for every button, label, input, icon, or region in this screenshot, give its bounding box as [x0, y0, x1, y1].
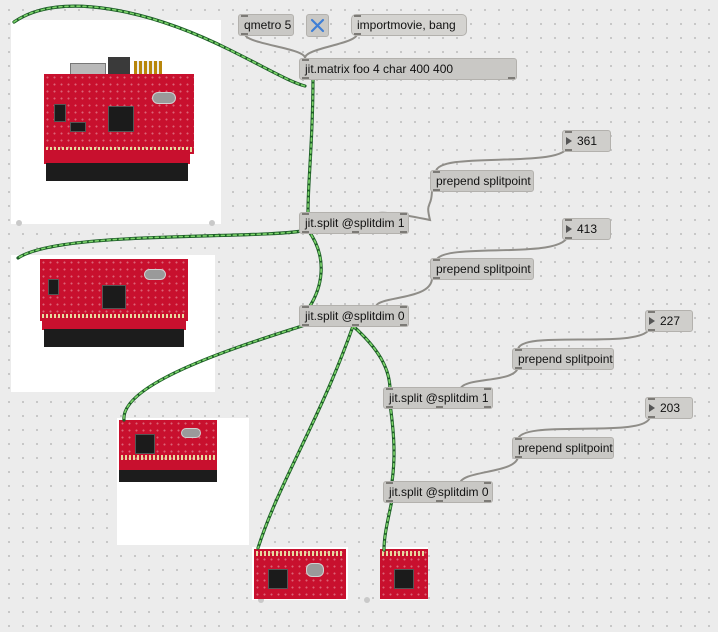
x-toggle-icon [310, 18, 325, 33]
number-box-3[interactable]: 227 [645, 310, 693, 332]
number-box-4[interactable]: 203 [645, 397, 693, 419]
jit-split-1-label: jit.split @splitdim 1 [305, 216, 405, 230]
number-box-2[interactable]: 413 [562, 218, 611, 240]
prepend-splitpoint-1[interactable]: prepend splitpoint [430, 170, 534, 192]
qmetro-label: qmetro 5 [244, 18, 292, 32]
jit-split-4-label: jit.split @splitdim 0 [389, 485, 489, 499]
number-box-1[interactable]: 361 [562, 130, 611, 152]
triangle-right-icon [566, 137, 572, 145]
qmetro-object[interactable]: qmetro 5 [238, 14, 294, 36]
jit-split-3[interactable]: jit.split @splitdim 1 [383, 387, 493, 409]
number-box-4-value: 203 [660, 401, 681, 415]
toggle-object[interactable] [306, 14, 329, 37]
importmovie-message[interactable]: importmovie, bang [351, 14, 467, 36]
number-box-3-value: 227 [660, 314, 681, 328]
board-image-top-half [40, 259, 188, 321]
board-image-quarter-pins [119, 461, 217, 471]
prepend-splitpoint-4-label: prepend splitpoint [518, 441, 613, 455]
board-image-quarter [119, 420, 217, 462]
prepend-splitpoint-2[interactable]: prepend splitpoint [430, 258, 534, 280]
importmovie-label: importmovie, bang [357, 18, 456, 32]
jit-matrix-object[interactable]: jit.matrix foo 4 char 400 400 [299, 58, 517, 80]
triangle-right-icon [649, 404, 655, 412]
prepend-splitpoint-3[interactable]: prepend splitpoint [512, 348, 614, 370]
pwindow-left-eighth-handle[interactable] [258, 597, 264, 603]
jit-split-2[interactable]: jit.split @splitdim 0 [299, 305, 409, 327]
pwindow-full-resize-handle[interactable] [16, 220, 22, 226]
board-image-top-half-connector [44, 329, 184, 347]
triangle-right-icon [649, 317, 655, 325]
board-image-full-pins [44, 150, 190, 164]
jit-matrix-label: jit.matrix foo 4 char 400 400 [305, 62, 454, 76]
number-box-1-value: 361 [577, 134, 598, 148]
board-image-quarter-connector [119, 470, 217, 482]
board-image-full [44, 74, 194, 154]
jit-split-4[interactable]: jit.split @splitdim 0 [383, 481, 493, 503]
board-image-left-eighth [254, 549, 346, 599]
jit-split-2-label: jit.split @splitdim 0 [305, 309, 405, 323]
pwindow-full-resize-handle-right[interactable] [209, 220, 215, 226]
jit-split-3-label: jit.split @splitdim 1 [389, 391, 489, 405]
jit-split-1[interactable]: jit.split @splitdim 1 [299, 212, 409, 234]
board-image-full-connector [46, 163, 188, 181]
prepend-splitpoint-4[interactable]: prepend splitpoint [512, 437, 614, 459]
pwindow-left-eighth-handle-right[interactable] [364, 597, 370, 603]
prepend-splitpoint-2-label: prepend splitpoint [436, 262, 531, 276]
number-box-2-value: 413 [577, 222, 598, 236]
triangle-right-icon [566, 225, 572, 233]
prepend-splitpoint-3-label: prepend splitpoint [518, 352, 613, 366]
prepend-splitpoint-1-label: prepend splitpoint [436, 174, 531, 188]
board-image-right-eighth [380, 549, 428, 599]
